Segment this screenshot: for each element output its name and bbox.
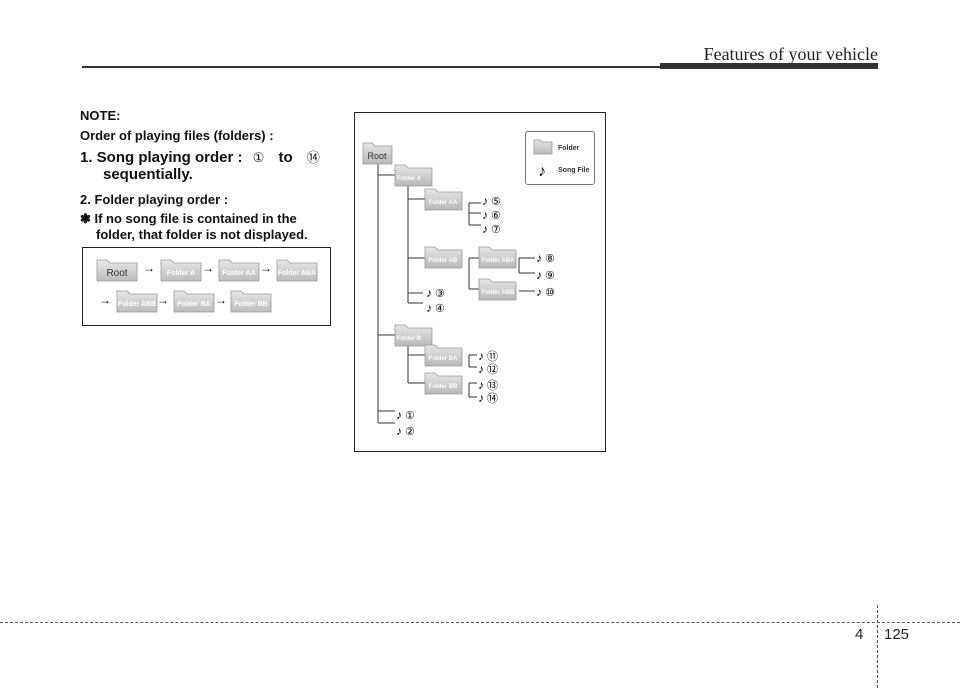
footer-rule	[0, 622, 960, 623]
seq-root-folder-icon	[96, 259, 138, 282]
song-first-number: ①	[252, 150, 265, 165]
music-note-icon: ♪	[426, 286, 432, 300]
tree-folder-bb-label: Folder BB	[429, 384, 458, 390]
folder-sequence-box: Root → Folder A → Folder AA → Folder ABA…	[82, 247, 331, 326]
seq-folder-bb-icon	[230, 290, 272, 313]
header-rule	[82, 66, 878, 68]
tree-folder-ba-icon	[424, 344, 463, 367]
legend-folder-label: Folder	[558, 145, 580, 152]
tree-folder-abb-label: Folder ABB	[482, 290, 515, 296]
song-11: ⑪	[487, 350, 498, 363]
tree-folder-b-label: Folder B	[397, 336, 422, 342]
music-note-icon: ♪	[426, 301, 432, 315]
music-note-icon: ♪	[536, 251, 542, 265]
tree-root-folder-icon	[362, 142, 393, 165]
tree-folder-aa-label: Folder AA	[429, 200, 458, 206]
song-6: ⑥	[491, 210, 501, 222]
song-14: ⑭	[487, 392, 498, 405]
seq-root-label: Root	[106, 268, 127, 279]
song-13: ⑬	[487, 379, 498, 392]
music-note-icon: ♪	[396, 424, 402, 438]
chapter-number: 4	[855, 626, 864, 643]
tree-folder-ba-label: Folder BA	[429, 356, 458, 362]
seq-arrow: →	[157, 293, 169, 307]
tree-folder-aa-icon	[424, 188, 463, 211]
folder-remark: ❃ If no song file is contained in the fo…	[80, 211, 308, 242]
folder-tree-diagram: Root Folder A Folder AA ♪ ⑤ ♪ ⑥ ♪ ⑦ Fold…	[362, 142, 555, 438]
legend-song-file-label: Song File	[558, 167, 590, 174]
tree-folder-abb-icon	[478, 278, 517, 301]
note-heading: NOTE:	[80, 108, 121, 123]
song-7: ⑦	[491, 224, 501, 236]
folder-tree-box: Root Folder A Folder AA ♪ ⑤ ♪ ⑥ ♪ ⑦ Fold…	[354, 112, 606, 452]
tree-root-label: Root	[367, 151, 387, 161]
seq-arrow: →	[215, 293, 227, 307]
legend-music-note-icon: ♪	[538, 163, 546, 180]
folder-order-label: 2. Folder playing order :	[80, 192, 229, 207]
tree-folder-bb-icon	[424, 372, 463, 395]
song-4: ④	[435, 303, 445, 315]
music-note-icon: ♪	[478, 362, 484, 376]
seq-arrow: →	[143, 261, 155, 275]
seq-arrow: →	[99, 293, 111, 307]
song-5: ⑤	[491, 196, 501, 208]
music-note-icon: ♪	[396, 408, 402, 422]
music-note-icon: ♪	[478, 349, 484, 363]
tree-folder-a-icon	[394, 164, 433, 187]
song-9: ⑨	[545, 270, 555, 282]
tree-folder-aba-icon	[478, 246, 517, 269]
music-note-icon: ♪	[482, 194, 488, 208]
seq-folder-aa-label: Folder AA	[222, 270, 255, 277]
page-header-title: Features of your vehicle	[703, 44, 878, 64]
music-note-icon: ♪	[536, 285, 542, 299]
song-order-text: 1. Song playing order :	[80, 149, 243, 166]
song-3: ③	[435, 288, 445, 300]
folder-sequence-diagram: Root → Folder A → Folder AA → Folder ABA…	[96, 259, 318, 313]
tree-folder-aba-label: Folder ABA	[482, 258, 515, 264]
music-note-icon: ♪	[482, 222, 488, 236]
footer-divider	[877, 605, 878, 688]
legend-folder-icon	[533, 139, 553, 155]
song-2: ②	[405, 426, 415, 438]
seq-folder-ba-icon	[173, 290, 215, 313]
seq-folder-a-label: Folder A	[167, 270, 195, 277]
song-order-sequentially: sequentially.	[103, 166, 193, 183]
tree-folder-a-label: Folder A	[397, 176, 422, 182]
note-block: NOTE: Order of playing files (folders) :…	[80, 108, 335, 243]
song-10: ⑩	[545, 287, 555, 299]
order-label: Order of playing files (folders) :	[80, 128, 274, 143]
song-order-line: 1. Song playing order : ① to ⑭ sequentia…	[80, 149, 335, 183]
seq-folder-abb-label: Folder ABB	[118, 301, 156, 308]
song-8: ⑧	[545, 253, 555, 265]
music-note-icon: ♪	[482, 208, 488, 222]
music-note-icon: ♪	[536, 268, 542, 282]
header-accent-bar	[660, 63, 878, 69]
seq-arrow: →	[202, 261, 214, 275]
seq-folder-aba-icon	[276, 259, 318, 282]
seq-folder-aba-label: Folder ABA	[278, 270, 316, 277]
music-note-icon: ♪	[478, 378, 484, 392]
song-order-to: to	[278, 149, 293, 166]
music-note-icon: ♪	[478, 391, 484, 405]
seq-folder-abb-icon	[116, 290, 158, 313]
tree-folder-ab-icon	[424, 246, 463, 269]
tree-legend: Folder ♪ Song File	[525, 131, 595, 185]
song-12: ⑫	[487, 363, 498, 376]
seq-folder-a-icon	[160, 259, 202, 282]
seq-folder-ba-label: Folder BA	[177, 301, 210, 308]
tree-folder-ab-label: Folder AB	[429, 258, 458, 264]
page-number: 125	[884, 626, 910, 643]
song-1: ①	[405, 410, 415, 422]
song-last-number: ⑭	[306, 150, 320, 165]
tree-folder-b-icon	[394, 324, 433, 347]
tree-lines	[377, 161, 535, 424]
seq-folder-bb-label: Folder BB	[234, 301, 267, 308]
seq-arrow: →	[260, 261, 272, 275]
seq-folder-aa-icon	[218, 259, 260, 282]
